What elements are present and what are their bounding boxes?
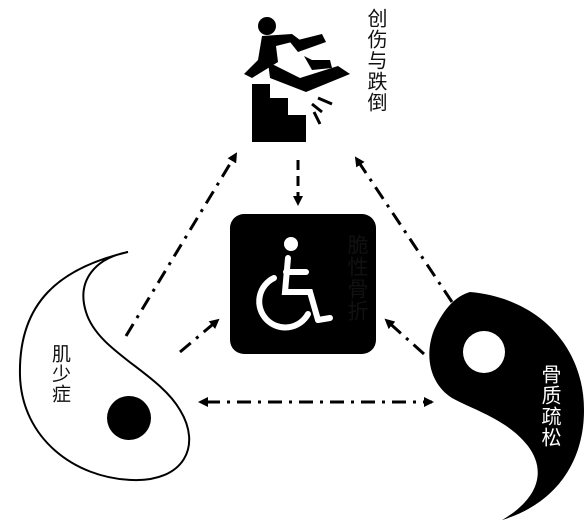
fall-label: 创伤与跌倒: [364, 8, 388, 113]
wheelchair-icon: [256, 237, 333, 331]
sarcopenia-label: 肌少症: [49, 344, 71, 404]
arrow-sarcopenia-to-fracture: [179, 318, 220, 354]
osteoporosis-label: 骨质疏松: [538, 364, 562, 448]
arrow-osteoporosis-to-fracture: [384, 318, 426, 356]
white-yin-yang-half-icon: [18, 251, 191, 482]
fracture-label: 脆性骨折: [345, 234, 369, 322]
falling-person-on-stairs-icon: [244, 17, 350, 142]
arrows: [124, 152, 454, 407]
osteoporosis-dot-icon: [463, 331, 505, 373]
arrow-sarcopenia-to-fall: [124, 152, 238, 337]
sarcopenia-dot-icon: [107, 396, 151, 440]
